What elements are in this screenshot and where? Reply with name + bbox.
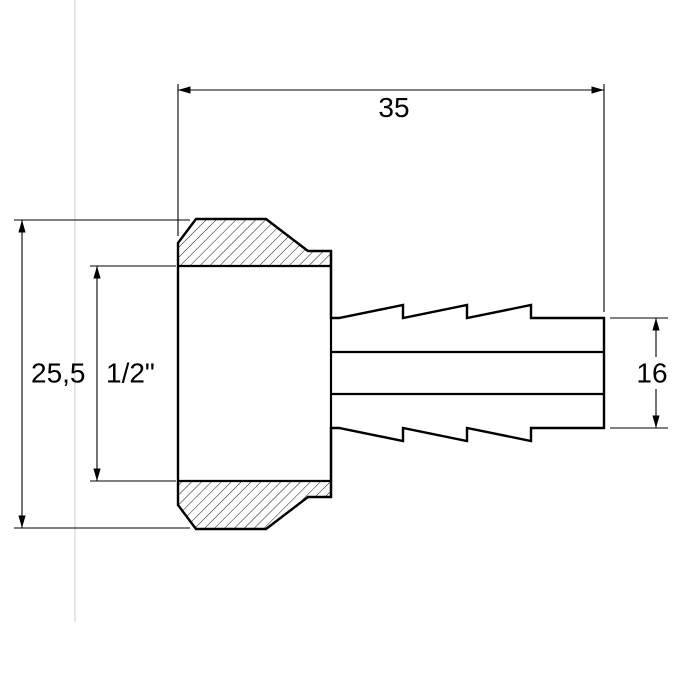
dimension-barb-diameter: 16 (610, 317, 672, 429)
dimension-overall-length: 35 (177, 84, 605, 312)
dimension-label-thread-size: 1/2" (106, 358, 155, 389)
fitting-part (176, 217, 606, 531)
dimension-thread-size: 1/2" (90, 265, 176, 482)
label-background (634, 357, 672, 389)
dimension-body-height: 25,5 (14, 219, 190, 529)
dimension-label-body-height: 25,5 (31, 358, 86, 389)
dimension-label-barb-diameter: 16 (636, 358, 667, 389)
section-hatch-top (178, 219, 331, 266)
dimension-label-overall-length: 35 (378, 92, 409, 123)
section-hatch-bottom (178, 481, 331, 529)
